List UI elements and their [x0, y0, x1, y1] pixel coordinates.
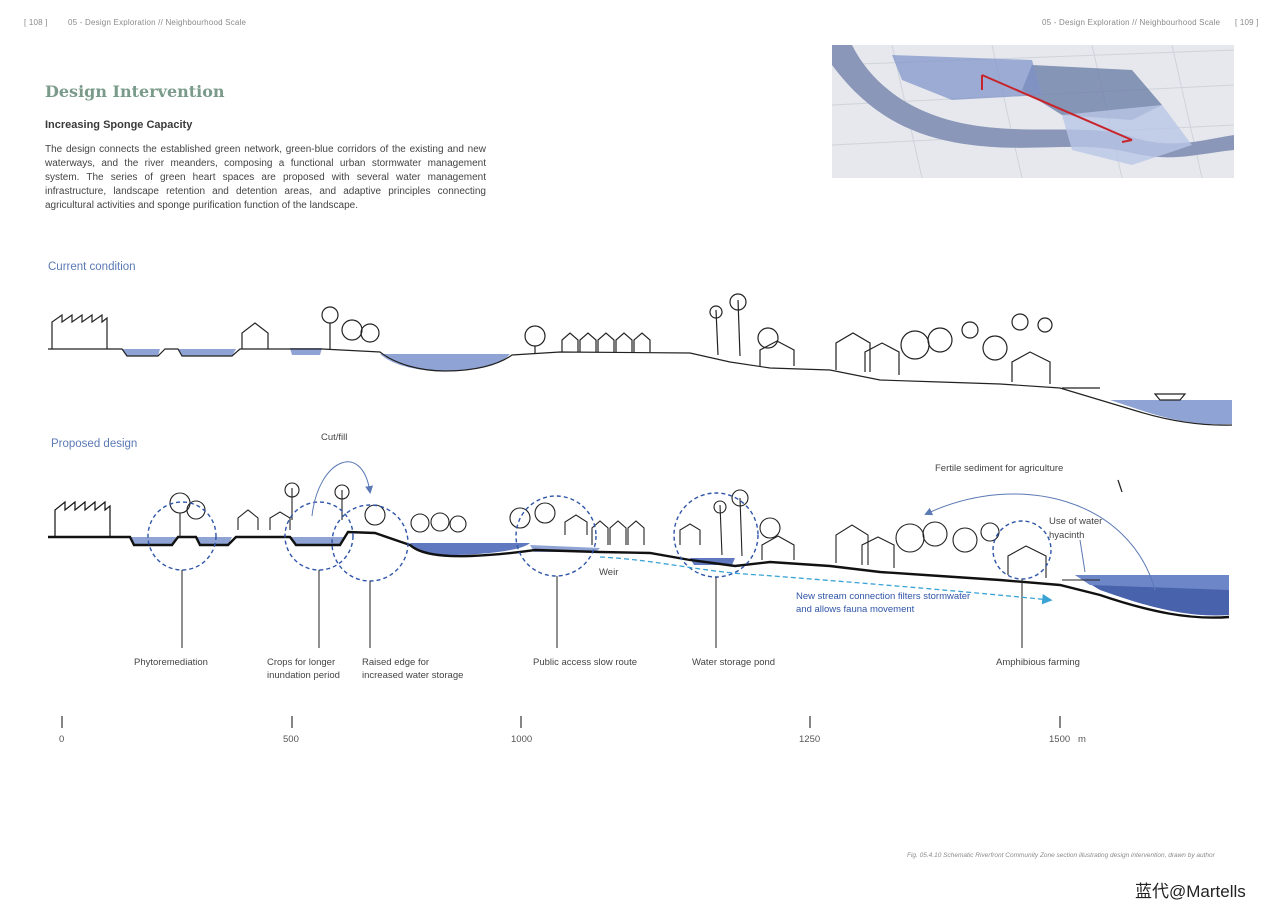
fertile-sediment-label: Fertile sediment for agriculture [935, 463, 1064, 474]
cut-fill-arrow [311, 461, 374, 517]
page-title: Design Intervention [45, 82, 225, 101]
phytoremediation-label: Phytoremediation [134, 657, 208, 668]
raised-edge-label-line2: increased water storage [362, 670, 464, 681]
scale-tick-1250: 1250 [799, 734, 821, 745]
scale-tick-0: 0 [59, 734, 65, 745]
watermark: 蓝代@Martells [1135, 882, 1246, 901]
page-number-right: [ 109 ] [1235, 18, 1259, 27]
amphibious-farming-label: Amphibious farming [996, 657, 1080, 668]
hyacinth-label-line1: Use of water [1049, 516, 1103, 527]
sediment-arrow [924, 493, 1156, 591]
raised-edge-label-line1: Raised edge for [362, 657, 430, 668]
scale-bar [61, 716, 1061, 728]
raised-edge-circle [331, 504, 409, 582]
amphibious-circle [992, 520, 1052, 580]
running-header-right: 05 - Design Exploration // Neighbourhood… [1042, 18, 1221, 27]
current-condition-label: Current condition [48, 261, 136, 273]
section-drawings [48, 293, 1233, 728]
phyto-circle [147, 501, 217, 571]
proposed-design-label: Proposed design [51, 438, 138, 450]
proposed-section [48, 500, 1230, 619]
water-storage-pond-label: Water storage pond [692, 657, 776, 668]
scale-tick-1500: 1500 [1049, 734, 1071, 745]
public-access-label: Public access slow route [533, 657, 638, 668]
stream-label-line2: and allows fauna movement [796, 604, 915, 615]
current-section [48, 293, 1233, 426]
section-subtitle: Increasing Sponge Capacity [45, 119, 193, 131]
scale-tick-500: 500 [283, 734, 299, 745]
page-number-left: [ 108 ] [24, 18, 48, 27]
running-header-left: 05 - Design Exploration // Neighbourhood… [68, 18, 247, 27]
crops-circle [284, 501, 354, 571]
crops-label-line1: Crops for longer [267, 657, 336, 668]
body-paragraph: The design connects the established gree… [45, 144, 486, 212]
hyacinth-label-line2: hyacinth [1049, 530, 1085, 541]
callout-leaders [181, 570, 1023, 648]
public-route-circle [515, 495, 597, 577]
crops-label-line2: inundation period [267, 670, 340, 681]
weir-label: Weir [599, 567, 619, 578]
cut-fill-label: Cut/fill [321, 432, 348, 443]
scale-unit: m [1078, 734, 1086, 745]
stream-connection-arrow [599, 556, 1053, 605]
scale-tick-1000: 1000 [511, 734, 533, 745]
stream-label-line1: New stream connection filters stormwater [796, 591, 971, 602]
key-map [832, 45, 1234, 178]
figure-caption: Fig. 05.4.10 Schematic Riverfront Commun… [907, 852, 1215, 859]
